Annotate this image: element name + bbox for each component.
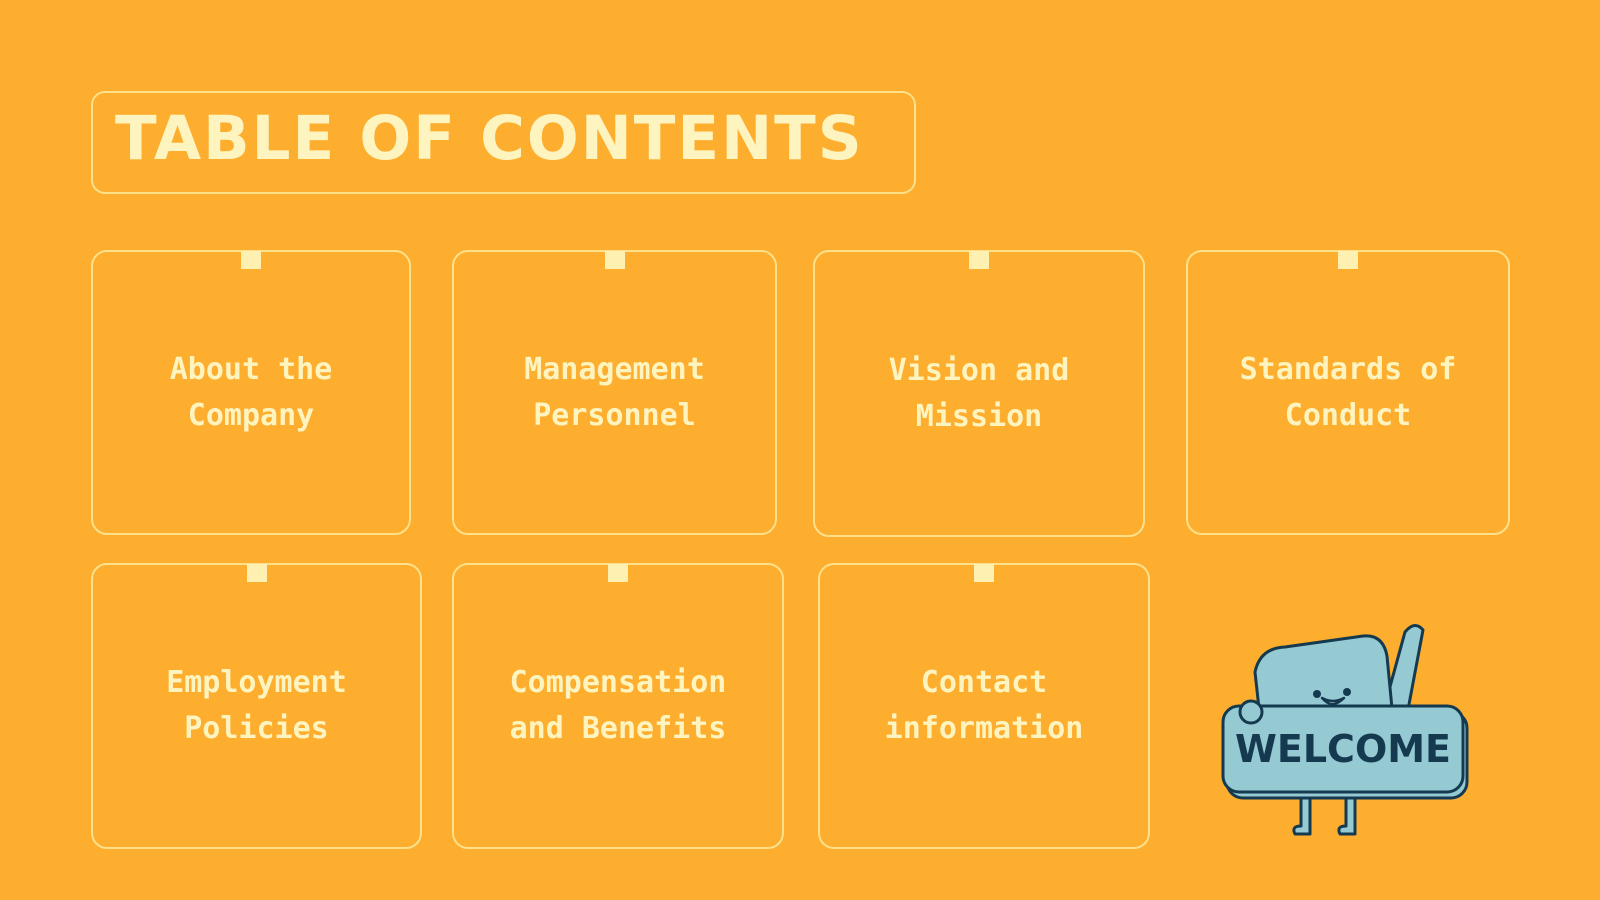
toc-card-employment-policies[interactable]: Employment Policies — [91, 563, 422, 849]
welcome-mascot-icon: WELCOME — [1221, 624, 1469, 836]
toc-card-label: Standards of Conduct — [1239, 351, 1457, 433]
welcome-sign-text: WELCOME — [1235, 727, 1451, 771]
toc-card-label: Compensation and Benefits — [509, 665, 727, 746]
title-box: TABLE OF CONTENTS — [91, 91, 916, 194]
page-title: TABLE OF CONTENTS — [115, 103, 864, 174]
toc-card-vision-mission[interactable]: Vision and Mission — [813, 250, 1145, 537]
pin-icon — [969, 251, 989, 269]
pin-icon — [1338, 251, 1358, 269]
toc-card-label: Employment Policies — [166, 665, 347, 746]
pin-icon — [246, 564, 267, 582]
pin-icon — [241, 251, 261, 269]
toc-card-contact-information[interactable]: Contact information — [818, 563, 1150, 849]
toc-card-label: About the Company — [169, 351, 333, 433]
pin-icon — [974, 564, 994, 582]
toc-card-management-personnel[interactable]: Management Personnel — [452, 250, 777, 535]
pin-icon — [608, 564, 628, 582]
toc-card-label: Management Personnel — [524, 351, 705, 433]
pin-icon — [604, 251, 625, 269]
toc-card-standards-conduct[interactable]: Standards of Conduct — [1186, 250, 1510, 535]
toc-card-compensation-benefits[interactable]: Compensation and Benefits — [452, 563, 784, 849]
toc-card-label: Contact information — [884, 665, 1084, 746]
toc-card-about-company[interactable]: About the Company — [91, 250, 411, 535]
toc-card-label: Vision and Mission — [888, 352, 1070, 434]
